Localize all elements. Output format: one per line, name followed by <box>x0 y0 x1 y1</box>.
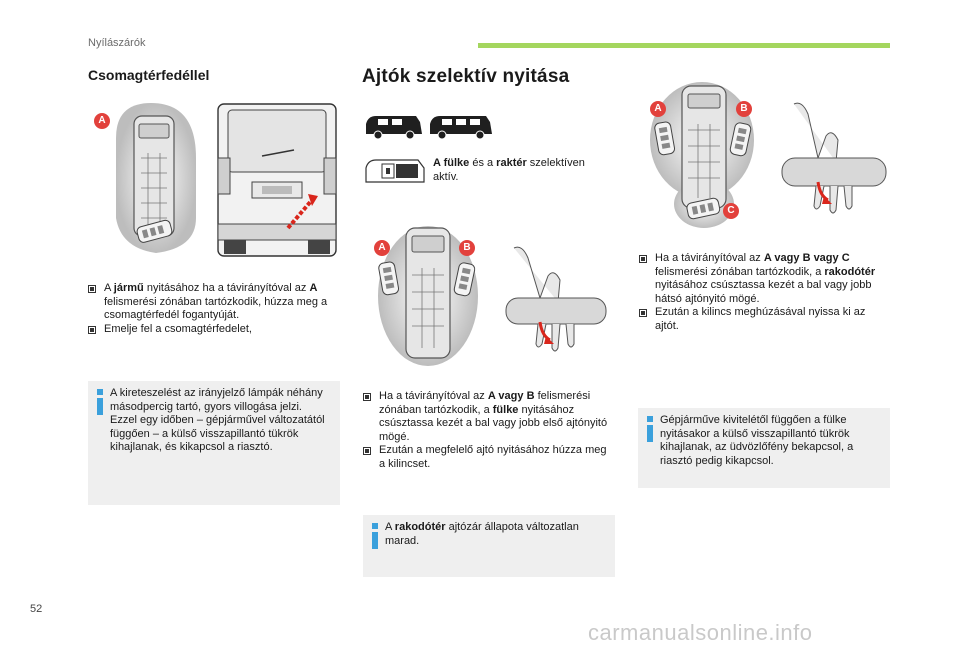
middle-info-box: A rakodótér ajtózár állapota változatlan… <box>363 515 615 577</box>
info-icon <box>647 416 653 442</box>
zone-a-badge-right: A <box>650 101 666 117</box>
selective-caption: A fülke és a raktér szelektíven aktív. <box>433 157 585 183</box>
zone-b-badge-right: B <box>736 101 752 117</box>
watermark: carmanualsonline.info <box>588 620 813 645</box>
middle-car-zone-diagram <box>378 226 478 366</box>
zone-c-badge-right: C <box>723 203 739 219</box>
zone-a-badge: A <box>94 113 110 129</box>
left-car-zone-diagram <box>116 103 196 253</box>
right-info-text: Gépjárműve kivitelétől függően a fülke n… <box>660 414 854 467</box>
section-label: Nyílászárók <box>88 37 146 49</box>
page-number: 52 <box>30 603 43 615</box>
hand-on-door-handle-diagram <box>505 246 607 352</box>
left-bullet-1: A jármű nyitásához ha a távirányítóval a… <box>88 282 343 323</box>
hand-on-rear-handle-diagram <box>781 102 887 214</box>
left-info-box: A kireteszelést az irányjelző lámpák néh… <box>88 381 340 505</box>
vehicle-rear-diagram <box>217 103 337 257</box>
left-info-text: A kireteszelést az irányjelző lámpák néh… <box>110 387 325 453</box>
middle-instructions: Ha a távirányítóval az A vagy B felismer… <box>363 390 613 471</box>
zone-a-badge-middle: A <box>374 240 390 256</box>
right-bullet-2: Ezután a kilincs meghúzásával nyissa ki … <box>639 306 889 333</box>
left-heading: Csomagtérfedéllel <box>88 67 210 83</box>
left-instructions: A jármű nyitásához ha a távirányítóval a… <box>88 282 343 336</box>
middle-bullet-1: Ha a távirányítóval az A vagy B felismer… <box>363 390 613 444</box>
right-instructions: Ha a távirányítóval az A vagy B vagy C f… <box>639 252 889 333</box>
zone-b-badge-middle: B <box>459 240 475 256</box>
middle-info-text: A rakodótér ajtózár állapota változatlan… <box>385 521 579 547</box>
middle-bullet-2: Ezután a megfelelő ajtó nyitásához húzza… <box>363 444 613 471</box>
info-icon <box>97 389 103 415</box>
right-info-box: Gépjárműve kivitelétől függően a fülke n… <box>638 408 890 488</box>
right-car-zone-diagram <box>650 82 754 228</box>
info-icon <box>372 523 378 549</box>
middle-heading: Ajtók szelektív nyitása <box>362 66 570 87</box>
van-versions-icons <box>366 116 492 140</box>
left-bullet-2: Emelje fel a csomagtérfedelet, <box>88 323 343 337</box>
right-bullet-1: Ha a távirányítóval az A vagy B vagy C f… <box>639 252 889 306</box>
selective-mode-display-icon <box>365 159 425 183</box>
section-accent-bar <box>478 43 890 48</box>
